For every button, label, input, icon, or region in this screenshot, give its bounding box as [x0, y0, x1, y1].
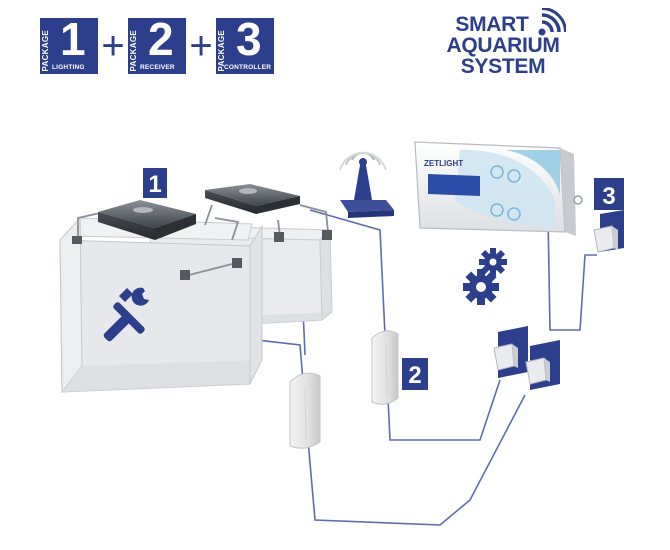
marker-lighting-label: 1: [148, 171, 161, 198]
package-1-badge: PACKAGE 1 LIGHTING: [40, 13, 98, 74]
brand-line-3: SYSTEM: [460, 55, 546, 78]
led-lamp-front: [98, 200, 196, 240]
brand-line-1: SMART: [455, 13, 529, 36]
package-caption: CONTROLLER: [224, 64, 272, 71]
package-caption: RECEIVER: [140, 64, 175, 71]
marker-controller-box: [594, 178, 624, 210]
package-banner: PACKAGE 1 LIGHTING + PACKAGE 2 RECEIVER …: [40, 13, 274, 74]
lamp-mount-left: [72, 212, 242, 280]
antenna-icon: [339, 151, 394, 218]
zetlight-controller: ZETLIGHT: [414, 141, 583, 236]
power-plug-icon: [493, 326, 528, 378]
power-plug-icon: [593, 225, 618, 253]
plus-sign: +: [101, 24, 125, 68]
marker-lighting-box: [143, 168, 167, 198]
package-number: 1: [60, 13, 86, 65]
brand-line-2: AQUARIUM: [446, 34, 560, 57]
package-number: 2: [148, 13, 174, 65]
tools-icon: [103, 287, 149, 342]
receiver-unit-right: [371, 330, 399, 405]
brand-title: SMART AQUARIUM SYSTEM: [438, 14, 568, 77]
power-plug-icon: [525, 340, 560, 390]
plus-sign: +: [189, 24, 213, 68]
led-lamp-back: [205, 184, 300, 214]
gears-icon: [463, 248, 507, 305]
marker-controller-label: 3: [602, 183, 615, 210]
package-3-badge: PACKAGE 3 CONTROLLER: [216, 13, 274, 74]
receiver-unit-left: [289, 372, 321, 449]
package-number: 3: [236, 13, 262, 65]
aquarium-tank-left: [59, 216, 263, 394]
lamp-mount-right: [204, 204, 332, 242]
package-caption: LIGHTING: [52, 64, 85, 71]
wifi-icon: [538, 8, 566, 36]
controller-brand-label: ZETLIGHT: [424, 159, 463, 168]
marker-receiver-box: [402, 358, 428, 390]
package-2-badge: PACKAGE 2 RECEIVER: [128, 13, 186, 74]
marker-receiver-label: 2: [408, 362, 421, 389]
